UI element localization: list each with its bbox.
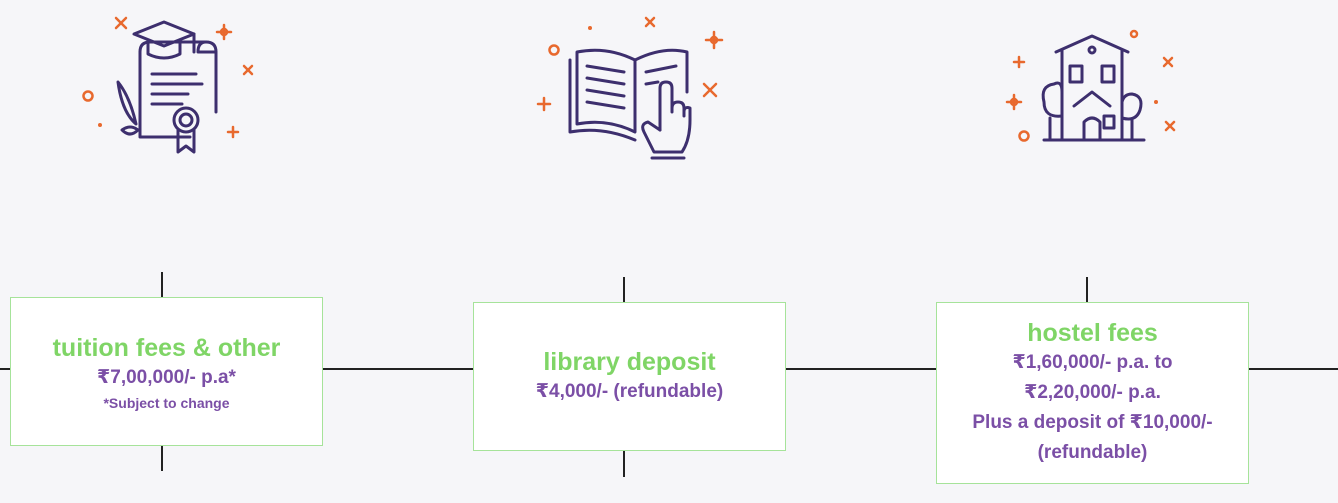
card-amount: ₹7,00,000/- p.a* xyxy=(97,366,236,388)
timeline-tick xyxy=(623,451,625,477)
card-amount: ₹4,000/- (refundable) xyxy=(535,380,724,402)
card-title: tuition fees & other xyxy=(52,333,281,362)
timeline-tick xyxy=(623,277,625,303)
tuition-fees-card: tuition fees & other ₹7,00,000/- p.a* *S… xyxy=(10,297,323,446)
card-deposit: Plus a deposit of ₹10,000/- xyxy=(972,412,1213,433)
library-deposit-card: library deposit ₹4,000/- (refundable) xyxy=(473,302,786,451)
graduation-certificate-icon xyxy=(82,16,254,154)
card-amount: ₹2,20,000/- p.a. xyxy=(1024,382,1161,403)
card-note: *Subject to change xyxy=(103,394,230,411)
timeline-tick xyxy=(161,446,163,471)
card-title: library deposit xyxy=(543,347,716,376)
timeline-tick xyxy=(161,272,163,298)
card-amount: ₹1,60,000/- p.a. to xyxy=(1012,352,1173,373)
open-book-hand-icon xyxy=(536,16,724,160)
timeline-tick xyxy=(1086,277,1088,303)
house-icon xyxy=(1005,29,1176,142)
card-title: hostel fees xyxy=(1027,319,1158,347)
card-refundable: (refundable) xyxy=(1037,442,1148,463)
hostel-fees-card: hostel fees ₹1,60,000/- p.a. to ₹2,20,00… xyxy=(936,302,1249,484)
